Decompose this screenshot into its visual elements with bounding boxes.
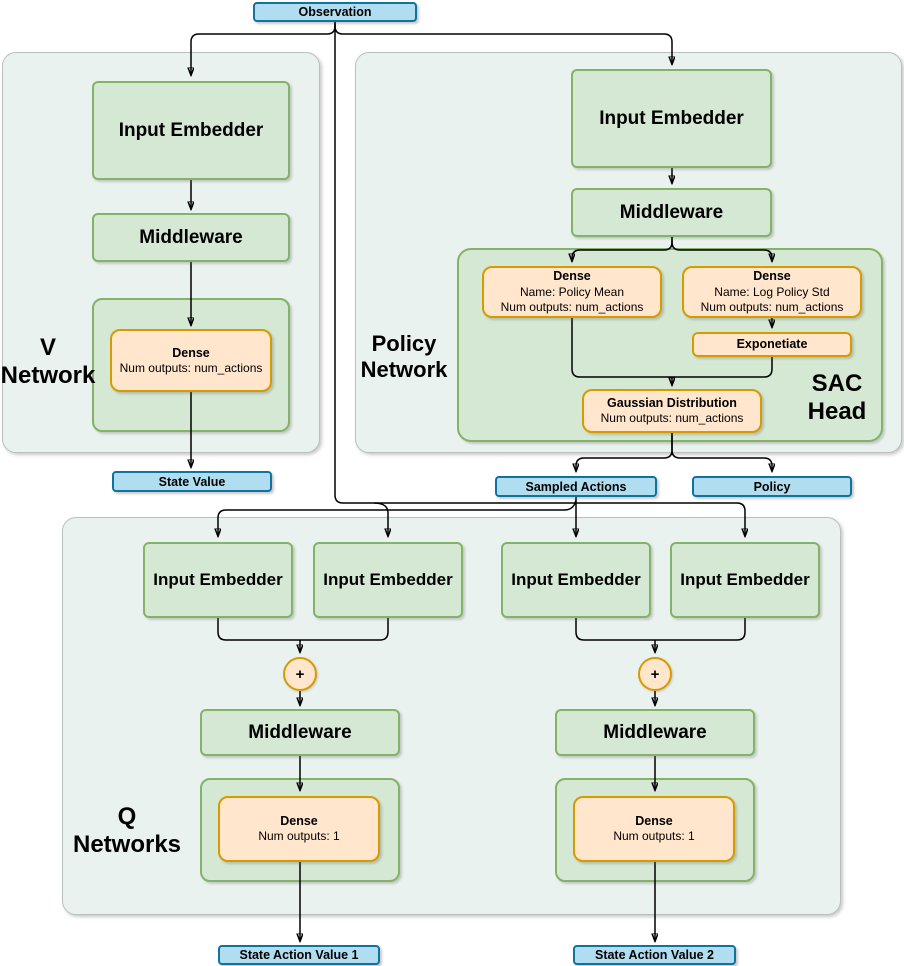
state-value-label: State Value <box>158 474 226 489</box>
dense-log-policy-std-node: Dense Name: Log Policy Std Num outputs: … <box>682 266 862 318</box>
v-dense-node: Dense Num outputs: num_actions <box>110 329 272 392</box>
v-middleware-node: Middleware <box>92 213 290 262</box>
q-middleware-left-node: Middleware <box>200 709 400 756</box>
policy-input-embedder-node: Input Embedder <box>571 69 772 168</box>
observation-node: Observation <box>253 2 417 22</box>
policy-middleware-node: Middleware <box>571 188 772 237</box>
q-input-embedder-3-node: Input Embedder <box>501 542 651 618</box>
v-input-embedder-node: Input Embedder <box>92 81 290 180</box>
q-dense-left-node: Dense Num outputs: 1 <box>218 796 380 862</box>
q-middleware-right-node: Middleware <box>555 709 755 756</box>
v-network-label: V Network <box>0 333 96 389</box>
observation-label: Observation <box>298 5 372 19</box>
q-input-embedder-1-node: Input Embedder <box>143 542 293 618</box>
sac-head-label: SAC Head <box>807 369 867 425</box>
q-networks-label: Q Networks <box>72 802 182 858</box>
state-value-node: State Value <box>112 471 272 492</box>
sampled-actions-node: Sampled Actions <box>495 476 657 497</box>
sum-right-node: + <box>638 657 672 691</box>
q-input-embedder-4-node: Input Embedder <box>670 542 820 618</box>
state-action-value-2-node: State Action Value 2 <box>573 945 736 965</box>
state-action-value-1-label: State Action Value 1 <box>239 948 359 962</box>
gaussian-distribution-node: Gaussian Distribution Num outputs: num_a… <box>582 389 762 433</box>
q-dense-right-node: Dense Num outputs: 1 <box>573 796 735 862</box>
exponetiate-node: Exponetiate <box>692 332 852 357</box>
q-input-embedder-2-node: Input Embedder <box>313 542 463 618</box>
state-action-value-1-node: State Action Value 1 <box>218 945 380 965</box>
state-action-value-2-label: State Action Value 2 <box>594 948 715 962</box>
policy-output-node: Policy <box>692 476 852 497</box>
policy-output-label: Policy <box>753 479 791 494</box>
sum-left-node: + <box>283 657 317 691</box>
policy-network-label: Policy Network <box>360 331 448 382</box>
sampled-actions-label: Sampled Actions <box>525 479 627 494</box>
dense-policy-mean-node: Dense Name: Policy Mean Num outputs: num… <box>482 266 662 318</box>
